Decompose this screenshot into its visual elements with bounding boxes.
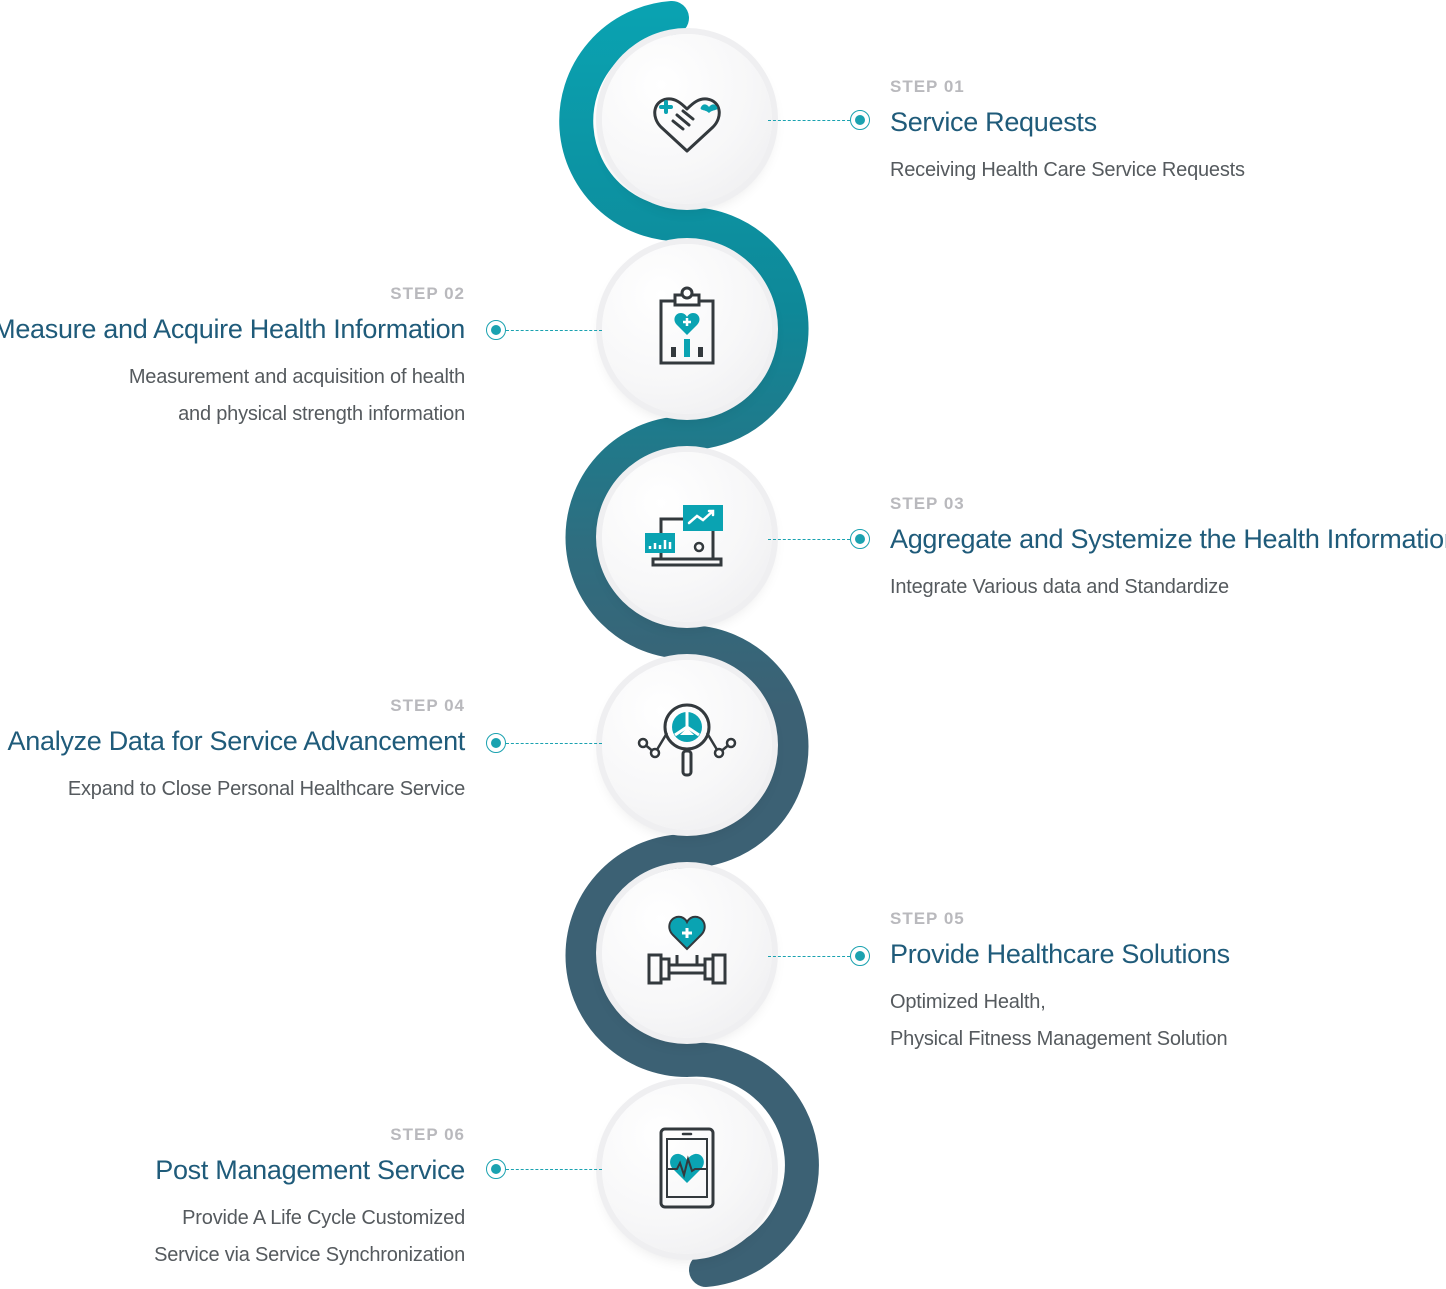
step-2-dot xyxy=(486,320,506,340)
step-1-title: Service Requests xyxy=(890,107,1097,137)
step-5-desc-line-1: Optimized Health, xyxy=(890,991,1046,1013)
step-4-node xyxy=(602,660,772,830)
step-1-desc-line-1: Receiving Health Care Service Requests xyxy=(890,159,1245,181)
step-2-title: Measure and Acquire Health Information xyxy=(0,314,465,344)
step-6-dot xyxy=(486,1159,506,1179)
step-3-node xyxy=(602,452,772,622)
step-6-desc-line-2: Service via Service Synchronization xyxy=(154,1244,465,1266)
step-1-connector xyxy=(768,108,870,132)
step-5-label: STEP 05 xyxy=(890,909,965,928)
step-5-text: STEP 05 Provide Healthcare Solutions Opt… xyxy=(890,909,1230,1058)
step-4-dot xyxy=(486,733,506,753)
step-3-desc-line-1: Integrate Various data and Standardize xyxy=(890,576,1229,598)
step-4-label: STEP 04 xyxy=(390,696,465,715)
step-1-text: STEP 01 Service Requests Receiving Healt… xyxy=(890,77,1245,189)
step-6-label: STEP 06 xyxy=(390,1125,465,1144)
tablet-heartbeat-icon xyxy=(659,1127,715,1209)
step-5-desc-line-2: Physical Fitness Management Solution xyxy=(890,1028,1228,1050)
step-4-title: Analyze Data for Service Advancement xyxy=(7,726,466,756)
step-4-text: STEP 04 Analyze Data for Service Advance… xyxy=(7,696,466,808)
step-2-desc-line-2: and physical strength information xyxy=(178,403,465,425)
step-2-connector xyxy=(486,318,602,342)
step-5-node xyxy=(602,868,772,1038)
step-3-dot xyxy=(850,529,870,549)
step-4-connector xyxy=(486,731,602,755)
step-6-connector xyxy=(486,1157,602,1181)
magnifier-chart-icon xyxy=(637,703,737,777)
step-1-dot xyxy=(850,110,870,130)
step-6-desc-line-1: Provide A Life Cycle Customized xyxy=(182,1207,465,1229)
step-3-connector xyxy=(768,527,870,551)
medical-clipboard-icon xyxy=(659,286,715,365)
heart-dumbbell-icon xyxy=(647,915,727,985)
step-6-node xyxy=(602,1084,772,1254)
step-4-desc-line-1: Expand to Close Personal Healthcare Serv… xyxy=(67,778,465,800)
step-1-node xyxy=(602,34,772,204)
step-6-text: STEP 06 Post Management Service Provide … xyxy=(154,1125,465,1274)
step-3-label: STEP 03 xyxy=(890,494,965,513)
step-2-node xyxy=(602,244,772,414)
handshake-care-icon xyxy=(653,97,721,153)
step-2-desc-line-1: Measurement and acquisition of health xyxy=(128,366,465,388)
step-6-title: Post Management Service xyxy=(155,1155,465,1185)
step-5-connector xyxy=(768,944,870,968)
step-2-text: STEP 02 Measure and Acquire Health Infor… xyxy=(0,284,465,433)
step-1-label: STEP 01 xyxy=(890,77,965,96)
step-3-title: Aggregate and Systemize the Health Infor… xyxy=(890,524,1446,554)
step-2-label: STEP 02 xyxy=(390,284,465,303)
step-5-title: Provide Healthcare Solutions xyxy=(890,939,1230,969)
step-3-text: STEP 03 Aggregate and Systemize the Heal… xyxy=(890,494,1446,606)
step-5-dot xyxy=(850,946,870,966)
computer-analytics-icon xyxy=(645,505,723,567)
